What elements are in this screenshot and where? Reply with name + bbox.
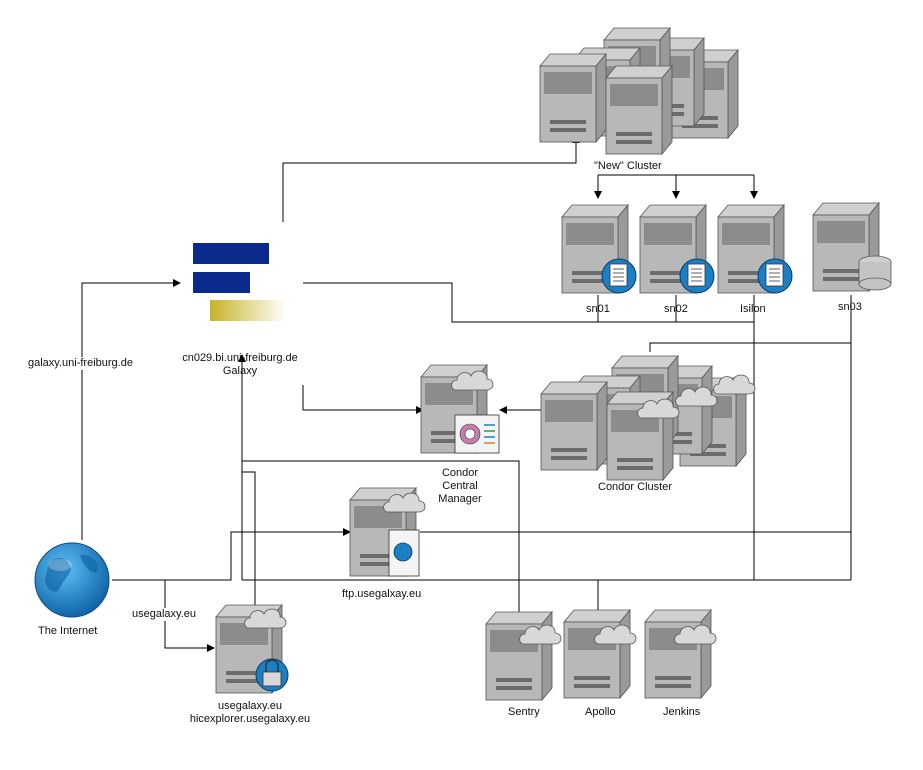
sentry-server-icon bbox=[485, 611, 562, 701]
isilon-server-icon bbox=[717, 204, 793, 294]
usegalaxy-server-icon bbox=[215, 604, 289, 694]
galaxy-host-text: cn029.bi.uni-freiburg.de bbox=[182, 352, 298, 364]
sn02-label: sn02 bbox=[664, 303, 688, 315]
galaxy-name-text: Galaxy bbox=[222, 365, 258, 377]
condor-cm-line3: Manager bbox=[438, 493, 482, 505]
new-cluster-label: "New" Cluster bbox=[594, 160, 662, 172]
usegalaxy-line2: hicexplorer.usegalaxy.eu bbox=[189, 713, 311, 725]
edge-internet-galaxy bbox=[81, 279, 181, 540]
apollo-label: Apollo bbox=[585, 706, 616, 718]
sn03-label: sn03 bbox=[838, 301, 862, 313]
condor-cm-line1: Condor bbox=[441, 467, 479, 479]
edge-label-galaxy: galaxy.uni-freiburg.de bbox=[28, 357, 133, 370]
connectors bbox=[81, 135, 852, 652]
sn01-label: sn01 bbox=[586, 303, 610, 315]
sn03-server-icon bbox=[812, 202, 892, 292]
isilon-label: Isilon bbox=[740, 303, 766, 315]
sentry-label: Sentry bbox=[508, 706, 540, 718]
internet-label: The Internet bbox=[38, 625, 98, 637]
galaxy-logo bbox=[193, 243, 286, 321]
edge-usegalaxy-galaxy bbox=[242, 471, 256, 605]
sn01-server-icon bbox=[561, 204, 637, 294]
condor-central-manager-icon bbox=[420, 364, 500, 454]
edge-galaxy-storage bbox=[303, 282, 598, 323]
condor-cm-label: Condor Central Manager bbox=[430, 467, 490, 506]
jenkins-label: Jenkins bbox=[663, 706, 701, 718]
usegalaxy-line1: usegalaxy.eu bbox=[217, 700, 282, 712]
edge-label-usegalaxy: usegalaxy.eu bbox=[132, 608, 197, 621]
galaxy-host-label: cn029.bi.uni-freiburg.de Galaxy bbox=[170, 352, 310, 378]
ftp-server-icon bbox=[349, 487, 426, 577]
edge-sentry-galaxy bbox=[242, 460, 520, 618]
condor-cluster-icon bbox=[540, 355, 756, 481]
jenkins-server-icon bbox=[644, 609, 717, 699]
new-cluster-icon bbox=[539, 27, 739, 155]
edge-galaxy-condor-cm bbox=[302, 385, 424, 414]
usegalaxy-label: usegalaxy.eu hicexplorer.usegalaxy.eu bbox=[180, 700, 320, 726]
ftp-label: ftp.usegalxay.eu bbox=[342, 588, 422, 600]
edge-sn03-bus bbox=[649, 295, 852, 352]
edge-galaxy-new-cluster bbox=[282, 135, 580, 222]
edge-internet-ftp bbox=[112, 528, 351, 581]
apollo-server-icon bbox=[563, 609, 637, 699]
condor-cm-line2: Central bbox=[442, 480, 478, 492]
condor-cluster-label: Condor Cluster bbox=[598, 481, 672, 493]
internet-globe-icon bbox=[34, 542, 110, 618]
sn02-server-icon bbox=[639, 204, 715, 294]
